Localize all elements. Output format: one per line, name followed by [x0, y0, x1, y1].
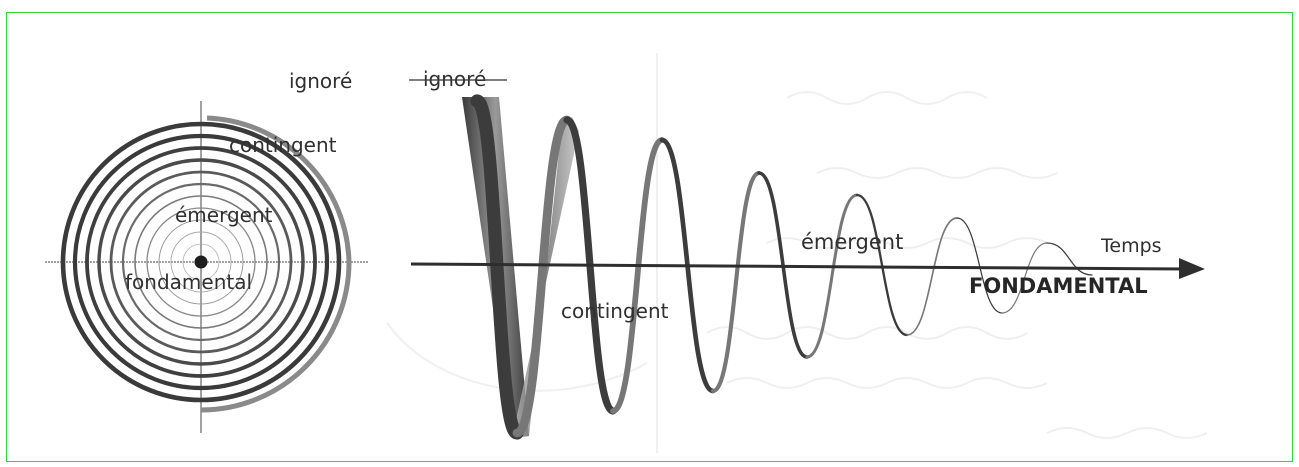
wave-second-band — [512, 117, 579, 438]
spiral-outer-arc — [200, 115, 352, 413]
spiral-ring — [60, 121, 342, 403]
wave-segment — [906, 217, 958, 336]
wave-segment — [1001, 242, 1048, 314]
spiral-rings — [60, 115, 352, 413]
figure-frame: ignoré contingent émergent fondamental i… — [6, 12, 1293, 462]
spiral-ring — [121, 182, 281, 342]
time-axis — [410, 262, 1188, 271]
right-label-emergent: émergent — [801, 230, 903, 254]
axis-label-time: Temps — [1100, 235, 1162, 257]
wave-segment — [1046, 242, 1093, 276]
spiral-ring — [146, 207, 256, 317]
spiral-ring — [85, 146, 317, 378]
spiral-diagram — [45, 101, 369, 433]
wave-segment — [956, 217, 1003, 314]
spiral-ring — [158, 219, 244, 305]
damped-wave — [462, 94, 1093, 440]
background-handwriting — [386, 53, 1208, 453]
wave-segment — [855, 193, 909, 337]
spiral-ring — [97, 158, 305, 366]
right-label-contingent: contingent — [561, 299, 669, 323]
right-label-ignore: ignoré — [423, 67, 486, 91]
left-label-emergent: émergent — [175, 203, 273, 227]
time-axis-arrowhead — [1179, 258, 1205, 279]
left-label-fondamental: fondamental — [125, 270, 252, 294]
diagram-canvas: ignoré contingent émergent fondamental i… — [45, 53, 1208, 453]
wave-segment — [710, 170, 762, 394]
spiral-ring — [170, 231, 232, 293]
spiral-ring — [109, 170, 293, 354]
left-label-contingent: contingent — [229, 133, 337, 157]
axis-label-fondamental: FONDAMENTAL — [969, 274, 1148, 298]
spiral-ring — [134, 195, 268, 329]
wave-segment — [610, 137, 665, 414]
left-label-ignore: ignoré — [289, 69, 352, 93]
wave-segment — [512, 115, 572, 438]
spiral-ring — [182, 243, 220, 281]
wave-segment — [470, 94, 524, 440]
spiral-center-dot — [194, 255, 208, 269]
spiral-ring — [72, 133, 330, 391]
wave-segment — [805, 193, 859, 359]
